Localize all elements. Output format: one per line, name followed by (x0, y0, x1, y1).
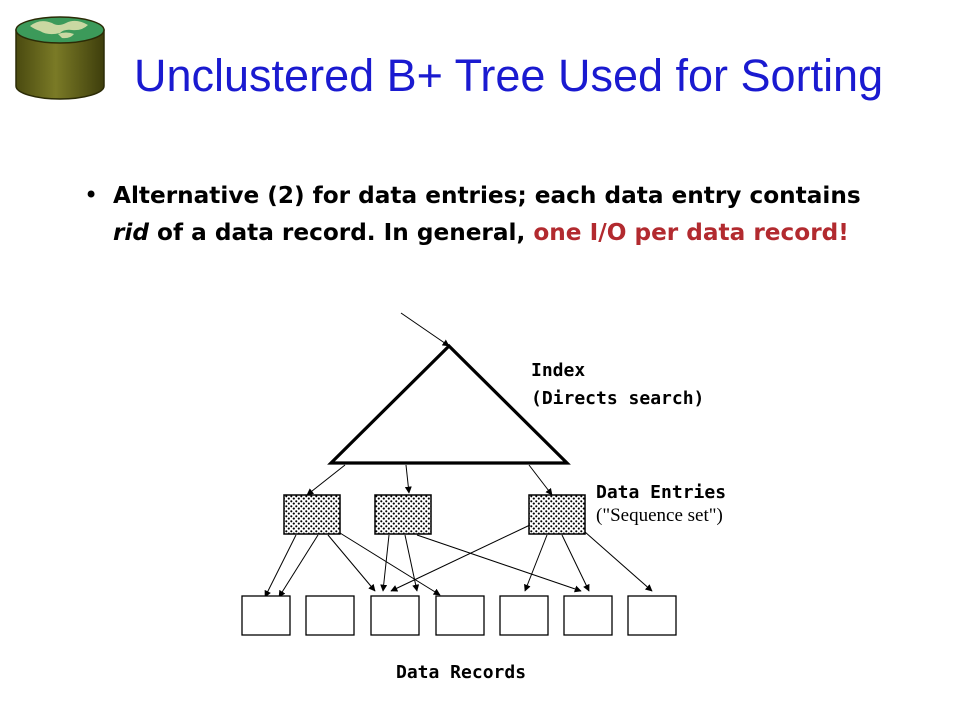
index-to-entry-arrow (404, 464, 412, 494)
index-sublabel: (Directs search) (531, 388, 704, 409)
data-record-page (563, 595, 613, 636)
rid-pointer-arrow (264, 534, 297, 598)
bullet-text-part-2: of a data record. In general, (148, 219, 534, 246)
database-cylinder-icon (15, 16, 105, 100)
bullet-dot: • (84, 181, 99, 209)
data-record-page (241, 595, 291, 636)
data-record-page (435, 595, 485, 636)
bullet-text-part-1: Alternative (2) for data entries; each d… (113, 182, 861, 209)
bullet-text: Alternative (2) for data entries; each d… (113, 177, 904, 251)
bullet-highlight: one I/O per data record! (533, 219, 849, 246)
slide-title: Unclustered B+ Tree Used for Sorting (134, 50, 884, 101)
data-record-page (305, 595, 355, 636)
rid-pointer-arrow (390, 524, 531, 592)
rid-pointer-arrow (339, 532, 441, 596)
rid-pointer-arrow (380, 534, 390, 592)
rid-pointer-arrow (278, 534, 319, 598)
data-entries-sublabel: ("Sequence set") (596, 505, 723, 526)
data-entry-page (283, 494, 341, 535)
data-record-page (370, 595, 420, 636)
rid-pointer-arrow (524, 534, 548, 592)
data-records-label: Data Records (396, 662, 526, 683)
index-label: Index (531, 360, 585, 381)
root-pointer-arrow (400, 312, 450, 347)
rid-pointer-arrow (327, 534, 376, 592)
data-entries-label: Data Entries (596, 482, 726, 503)
data-record-page (499, 595, 549, 636)
bullet-text-rid: rid (113, 219, 149, 246)
data-entry-page (528, 494, 586, 535)
bullet-point: • Alternative (2) for data entries; each… (84, 177, 904, 251)
rid-pointer-arrow (416, 534, 582, 593)
rid-pointer-arrow (584, 531, 653, 592)
index-to-entry-arrow (528, 464, 553, 496)
index-triangle (327, 343, 571, 465)
index-to-entry-arrow (306, 464, 346, 496)
data-entry-page (374, 494, 432, 535)
rid-pointer-arrow (561, 534, 590, 592)
data-record-page (627, 595, 677, 636)
rid-pointer-arrow (404, 534, 420, 592)
